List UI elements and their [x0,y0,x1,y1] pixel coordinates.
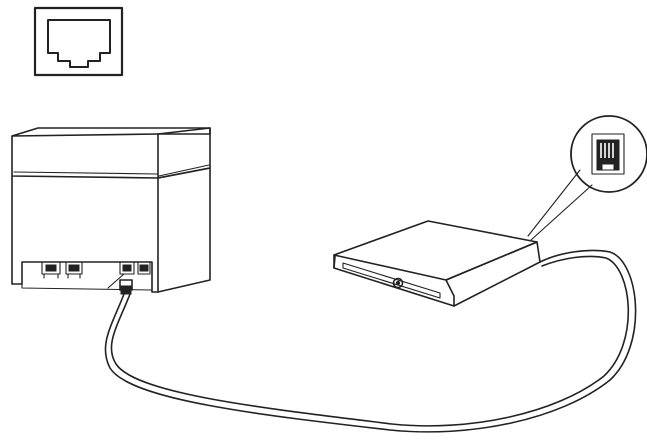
drawer-lock-icon [392,277,404,289]
rj11-port-icon [33,6,124,77]
cash-drawer [333,220,541,307]
drawer-port-callout [527,115,647,241]
printer-drawer-port [107,261,151,295]
printer [11,127,211,295]
printer-back-ports [41,261,83,279]
connecting-cable [104,249,637,433]
